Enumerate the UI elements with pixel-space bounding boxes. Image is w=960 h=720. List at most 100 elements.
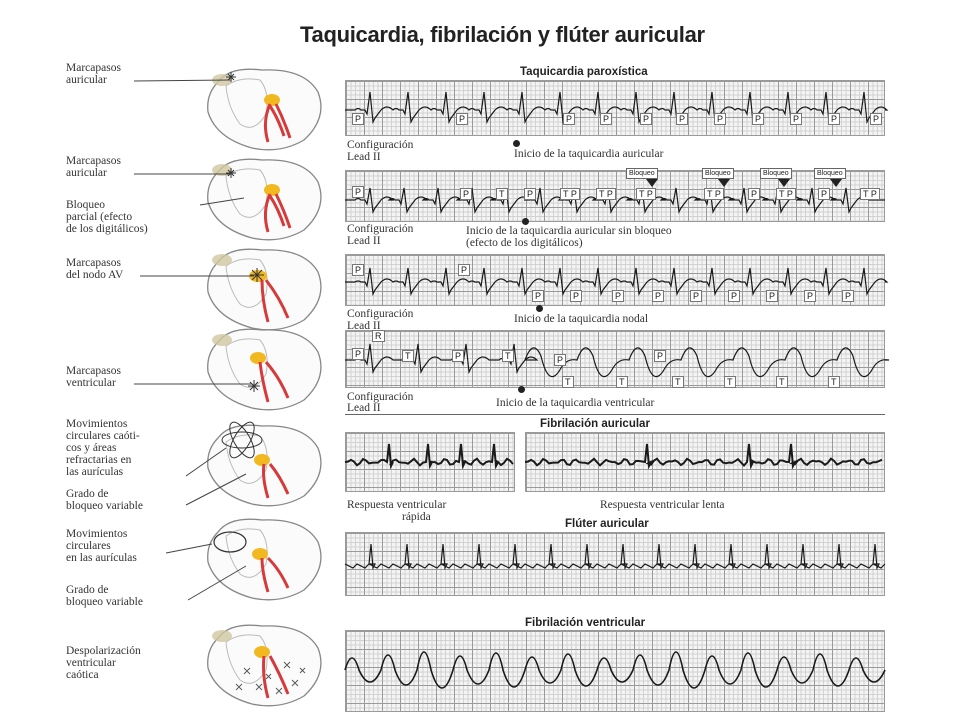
- onset-marker: [522, 218, 529, 225]
- ecg-trace-7: [344, 543, 886, 571]
- ecg-strip-fa-rapida: [344, 432, 515, 492]
- configuracion-label: Configuración: [347, 391, 414, 403]
- p-wave-label: P: [563, 113, 576, 125]
- heart-diagram-7: [207, 624, 322, 707]
- ecg-grid: [345, 532, 885, 596]
- configuracion-label: Configuración: [347, 223, 414, 235]
- p-wave-label: P: [652, 290, 665, 302]
- ecg-strip-ventricular: [345, 330, 890, 388]
- p-wave-label: P: [654, 350, 667, 362]
- p-wave-label: P: [458, 264, 471, 276]
- configuracion-label: Configuración: [347, 308, 414, 320]
- ecg-grid: [345, 330, 885, 388]
- p-wave-label: P: [766, 290, 779, 302]
- bloqueo-label: Bloqueo: [814, 168, 846, 179]
- heart-diagram-4: [207, 328, 322, 411]
- t-wave-label: T: [562, 376, 574, 388]
- bloqueo-arrow: [778, 179, 790, 187]
- bloqueo-label: Bloqueo: [702, 168, 734, 179]
- respuesta-rapida-label: Respuesta ventricular: [347, 499, 447, 511]
- tp-wave-label: T P: [704, 188, 724, 200]
- p-wave-label: P: [790, 113, 803, 125]
- page-title: Taquicardia, fibrilación y flúter auricu…: [300, 22, 705, 47]
- t-wave-label: T: [724, 376, 736, 388]
- tp-wave-label: T P: [560, 188, 580, 200]
- p-wave-label: P: [690, 290, 703, 302]
- p-wave-label: P: [728, 290, 741, 302]
- t-wave-label: T: [672, 376, 684, 388]
- p-wave-label: P: [748, 188, 761, 200]
- ecg-trace-8: [344, 651, 886, 689]
- section-title-paroxistica: Taquicardia paroxística: [520, 66, 648, 78]
- p-wave-label: P: [460, 188, 473, 200]
- lead-label: Lead II: [347, 402, 381, 414]
- p-wave-label: P: [600, 113, 613, 125]
- section-title-fibrilacion-ventricular: Fibrilación ventricular: [525, 617, 646, 629]
- t-wave-label: T: [496, 188, 508, 200]
- p-wave-label: P: [352, 264, 365, 276]
- t-wave-label: T: [402, 350, 414, 362]
- p-wave-label: P: [818, 188, 831, 200]
- ecg-trace-4: [345, 343, 890, 378]
- lead-label: Lead II: [347, 151, 381, 163]
- bloqueo-arrow: [718, 179, 730, 187]
- ecg-strip-fluter: [344, 532, 886, 596]
- onset-label-nodal: Inicio de la taquicardia nodal: [514, 313, 649, 325]
- p-wave-label: P: [640, 113, 653, 125]
- p-wave-label: P: [524, 188, 537, 200]
- r-wave-label: R: [372, 330, 385, 342]
- onset-label-digitalicos: (efecto de los digitálicos): [466, 237, 583, 249]
- tp-wave-label: T P: [596, 188, 616, 200]
- tp-wave-label: T P: [776, 188, 796, 200]
- p-wave-label: P: [352, 113, 365, 125]
- section-title-fibrilacion-auricular: Fibrilación auricular: [540, 418, 650, 430]
- p-wave-label: P: [352, 186, 365, 198]
- p-wave-label: P: [842, 290, 855, 302]
- bloqueo-arrow: [830, 179, 842, 187]
- lead-label: Lead II: [347, 235, 381, 247]
- ecg-grid: [345, 80, 885, 136]
- bloqueo-label: Bloqueo: [760, 168, 792, 179]
- p-wave-label: P: [554, 354, 567, 366]
- ecg-trace-3: [345, 267, 889, 297]
- onset-marker: [536, 305, 543, 312]
- bloqueo-arrow: [646, 179, 658, 187]
- respuesta-rapida-sub: rápida: [402, 511, 431, 523]
- ecg-trace-5: [344, 443, 514, 470]
- p-wave-label: P: [828, 113, 841, 125]
- ecg-trace-1: [345, 91, 889, 125]
- t-wave-label: T: [828, 376, 840, 388]
- p-wave-label: P: [532, 290, 545, 302]
- p-wave-label: P: [804, 290, 817, 302]
- respuesta-lenta-label: Respuesta ventricular lenta: [600, 499, 725, 511]
- t-wave-label: T: [616, 376, 628, 388]
- ecg-trace-6: [524, 443, 883, 470]
- onset-label-ventricular: Inicio de la taquicardia ventricular: [496, 397, 655, 409]
- p-wave-label: P: [456, 113, 469, 125]
- p-wave-label: P: [452, 350, 465, 362]
- p-wave-label: P: [570, 290, 583, 302]
- lead-label: Lead II: [347, 320, 381, 332]
- tp-wave-label: T P: [636, 188, 656, 200]
- p-wave-label: P: [352, 348, 365, 360]
- tp-wave-label: T P: [860, 188, 880, 200]
- ecg-grid: [345, 630, 885, 712]
- onset-label-sin-bloqueo: Inicio de la taquicardia auricular sin b…: [466, 225, 672, 237]
- p-wave-label: P: [870, 113, 883, 125]
- heart-diagram-3: [207, 248, 322, 331]
- section-divider: [345, 414, 885, 415]
- section-title-fluter: Flúter auricular: [565, 518, 649, 530]
- p-wave-label: P: [752, 113, 765, 125]
- ecg-strip-fa-lenta: [524, 432, 885, 492]
- p-wave-label: P: [714, 113, 727, 125]
- heart-diagram-2: [207, 158, 322, 241]
- heart-diagram-5: [207, 421, 322, 507]
